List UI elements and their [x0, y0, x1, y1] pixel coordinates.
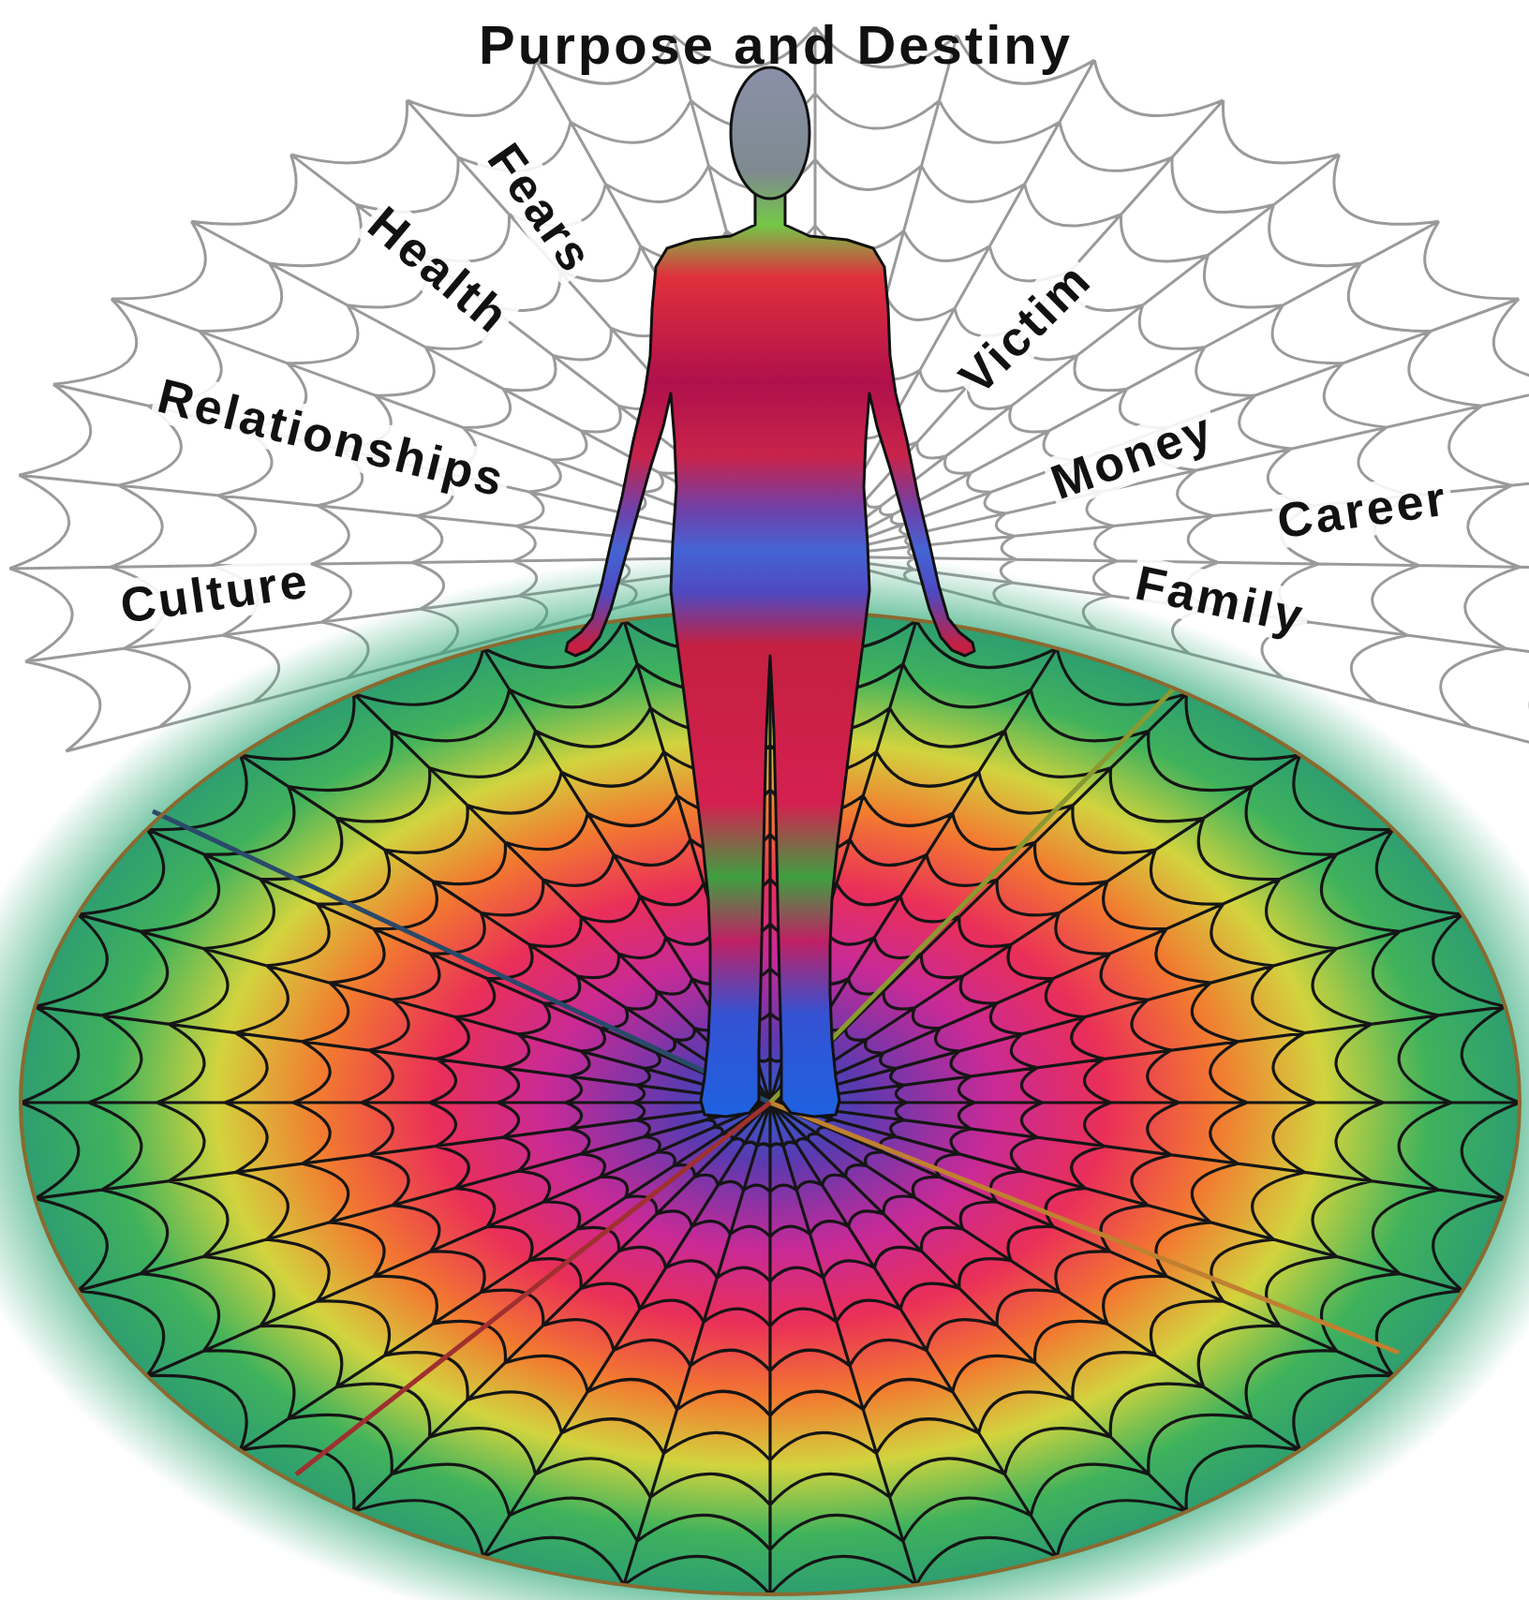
- human-figure: [565, 67, 975, 1117]
- web-strands: [20, 610, 1520, 1595]
- sector-line: [770, 1102, 1399, 1353]
- sector-line: [152, 811, 771, 1103]
- sector-line: [296, 1102, 771, 1475]
- web-label: Career: [1270, 471, 1455, 550]
- figure-body: [565, 192, 975, 1117]
- title: Purpose and Destiny: [475, 14, 1077, 75]
- figure-head: [730, 67, 810, 199]
- web-label: Fears: [475, 131, 607, 286]
- web-label: Money: [1040, 400, 1225, 512]
- floor-rim: [20, 610, 1520, 1595]
- floor-web: [20, 610, 1520, 1595]
- web-label: Relationships: [148, 368, 515, 508]
- floor-web-ground: [20, 610, 1520, 1595]
